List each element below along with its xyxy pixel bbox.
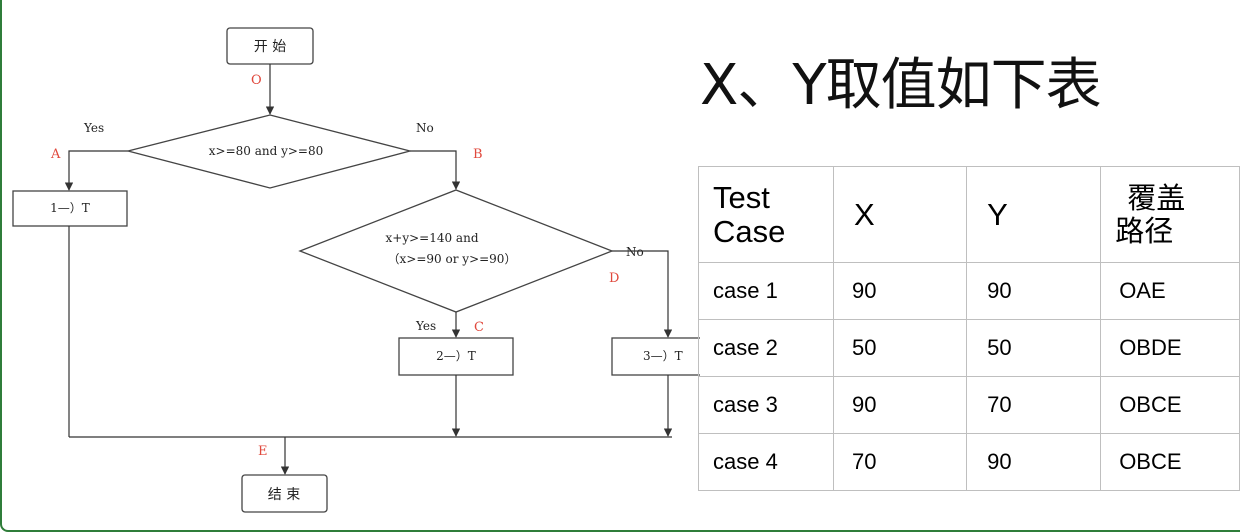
cell-y: 90: [966, 262, 1102, 320]
table-header-row: Test Case X Y 覆盖 路径: [698, 166, 1240, 263]
test-case-table: Test Case X Y 覆盖 路径 case 1 90 90 OAE cas…: [698, 166, 1240, 491]
end-label: 结 束: [268, 487, 300, 503]
cell-path: OBDE: [1100, 319, 1240, 377]
table-row: case 1 90 90 OAE: [698, 262, 1240, 320]
edge-yes1: [64, 150, 128, 191]
cell-path: OBCE: [1100, 376, 1240, 434]
decision1-diamond: [127, 114, 413, 189]
cell-case: case 2: [698, 319, 834, 377]
point-b-label: B: [473, 147, 483, 162]
cell-y: 50: [966, 319, 1102, 377]
flowchart: 开 始 O x>=80 and y>=80 Yes A 1—）T No B x+…: [12, 27, 700, 513]
process-box3-label: 3—）T: [643, 349, 683, 363]
cell-case: case 3: [698, 376, 834, 434]
process-box2: [398, 337, 514, 376]
header-y: Y: [966, 166, 1102, 263]
decision2-diamond: [298, 189, 614, 313]
point-c-label: C: [474, 320, 484, 335]
table-row: case 3 90 70 OBCE: [698, 376, 1240, 434]
process-box3: [611, 337, 700, 376]
cell-case: case 1: [698, 262, 834, 320]
decision2-label-line2: （x>=90 or y>=90）: [388, 252, 517, 266]
edge-no2: [612, 250, 673, 338]
process-box2-label: 2—）T: [436, 349, 476, 363]
cell-path: OBCE: [1100, 433, 1240, 491]
table-row: case 2 50 50 OBDE: [698, 319, 1240, 377]
point-e-label: E: [258, 444, 268, 459]
cell-x: 90: [832, 376, 968, 434]
header-path-line2: 路径: [1115, 213, 1174, 248]
cell-x: 70: [832, 433, 968, 491]
cell-y: 70: [966, 376, 1102, 434]
start-label: 开 始: [254, 39, 286, 55]
point-d-label: D: [609, 271, 619, 286]
point-o-label: O: [251, 73, 262, 88]
header-x: X: [832, 166, 968, 263]
cell-x: 50: [832, 319, 968, 377]
decision2-label-line1: x+y>=140 and: [386, 231, 479, 245]
process-box1-label: 1—）T: [50, 201, 90, 215]
header-test-case: Test Case: [698, 166, 834, 263]
process-box1: [12, 190, 128, 227]
end-node: [241, 474, 328, 513]
yes2-label: Yes: [415, 319, 436, 333]
header-path: 覆盖 路径: [1100, 166, 1240, 263]
header-path-line1: 覆盖: [1127, 180, 1186, 215]
no2-label: No: [626, 245, 644, 259]
slide-title: X、Y取值如下表: [700, 53, 1102, 118]
no1-label: No: [416, 121, 434, 135]
header-test-case-line2: Case: [713, 213, 786, 249]
yes1-label: Yes: [83, 121, 104, 135]
edge-no1: [410, 150, 461, 190]
table-row: case 4 70 90 OBCE: [698, 433, 1240, 491]
decision1-label: x>=80 and y>=80: [209, 144, 324, 158]
cell-x: 90: [832, 262, 968, 320]
header-test-case-line1: Test: [713, 179, 770, 215]
cell-y: 90: [966, 433, 1102, 491]
point-a-label: A: [50, 147, 61, 162]
cell-path: OAE: [1100, 262, 1240, 320]
cell-case: case 4: [698, 433, 834, 491]
